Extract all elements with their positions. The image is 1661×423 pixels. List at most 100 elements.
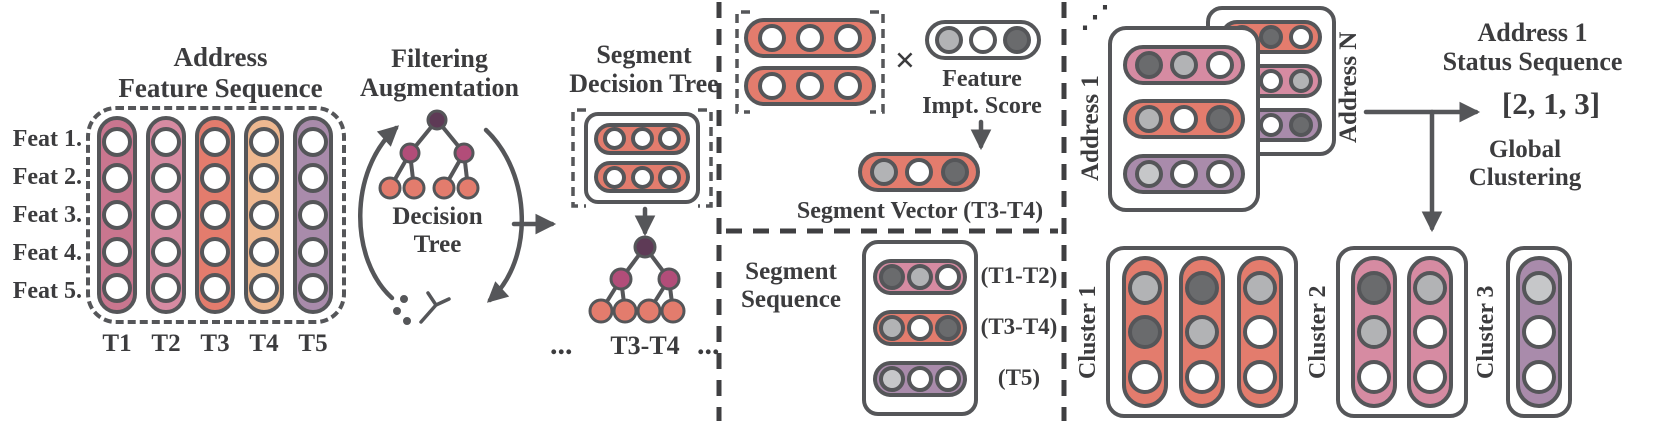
status-sequence-title: Address 1 Status Sequence — [1442, 18, 1623, 77]
tree-leaf-node — [660, 298, 686, 324]
tree-mid-node — [657, 267, 681, 291]
feature-circle — [879, 315, 905, 341]
tree-leaf-node — [612, 298, 638, 324]
section-dividers — [716, 2, 1067, 421]
feature-circle — [602, 127, 626, 151]
tree-mid-node — [399, 142, 421, 164]
feature-circle — [1242, 270, 1277, 305]
feature-circle — [658, 127, 682, 151]
cluster-1-box — [1106, 246, 1298, 418]
feature-circle — [298, 126, 328, 157]
feature-circle — [796, 24, 824, 52]
segment-decision-tree-title: Segment Decision Tree — [569, 40, 719, 99]
feature-circle — [151, 199, 181, 230]
feature-circle — [1522, 270, 1556, 305]
bracket-left — [571, 108, 586, 208]
feature-circle — [102, 126, 132, 157]
bracket-right — [870, 10, 885, 114]
feature-circle — [1185, 270, 1219, 305]
feature-circle — [1185, 315, 1219, 349]
segment-tag: (T5) — [997, 365, 1041, 390]
feature-circle — [151, 163, 181, 194]
feature-circle — [758, 72, 786, 100]
dashed-brackets — [571, 10, 885, 208]
feature-circle — [630, 165, 654, 189]
capsule — [925, 20, 1041, 60]
decision-tree-diagram — [378, 109, 480, 200]
tree-mid-node — [453, 142, 475, 164]
prune-icon — [393, 291, 451, 325]
capsule — [594, 161, 690, 194]
multiply-symbol: × — [894, 40, 916, 80]
capsule — [1123, 99, 1245, 139]
cluster-1-label: Cluster 1 — [1075, 285, 1101, 379]
more-addresses-ellipsis: ⋰ — [1080, 1, 1110, 34]
segment-tag: (T1-T2) — [980, 263, 1058, 288]
feature-circle — [1413, 270, 1448, 305]
bracket-left — [735, 10, 750, 114]
capsule — [1350, 256, 1397, 408]
feature-circle — [834, 24, 862, 52]
feature-circle — [1259, 69, 1283, 93]
bracket-right — [698, 108, 713, 208]
feature-circle — [935, 26, 963, 54]
feature-circle — [1259, 113, 1283, 137]
capsule — [146, 116, 186, 314]
feature-importance-capsule — [925, 20, 1041, 60]
feature-circle — [1522, 315, 1556, 349]
feature-row-labels: Feat 1. Feat 2. Feat 3. Feat 4. Feat 5. — [0, 116, 82, 314]
capsule — [293, 116, 333, 314]
feature-circle — [1170, 50, 1198, 79]
feat-label: Feat 1. — [12, 126, 82, 152]
segment-capsule-pair — [744, 18, 876, 106]
feature-circle — [102, 236, 132, 267]
feature-circle — [630, 127, 654, 151]
tree-root-node — [426, 109, 448, 131]
feature-circle — [935, 315, 961, 341]
feature-circle — [1134, 159, 1163, 188]
address-1-card — [1108, 26, 1260, 212]
feature-circle — [200, 126, 230, 157]
tree-leaf-node — [402, 176, 426, 200]
cluster-2-label: Cluster 2 — [1305, 285, 1331, 379]
feature-circle — [298, 163, 328, 194]
segment-tag: (T3-T4) — [980, 314, 1058, 339]
feat-label: Feat 3. — [12, 202, 82, 228]
feature-circle — [298, 273, 328, 304]
time-label: T4 — [249, 330, 279, 357]
cycle-arrow-up — [358, 125, 400, 301]
feature-circle — [1003, 26, 1031, 54]
capsule — [873, 310, 967, 346]
capsule — [97, 116, 137, 314]
feature-circle — [200, 163, 230, 194]
capsule — [594, 122, 690, 155]
feature-circle — [1134, 105, 1163, 133]
feature-circle — [200, 199, 230, 230]
cluster-2-box — [1336, 246, 1468, 418]
tree-leaf-node — [456, 176, 480, 200]
tree-root-node — [633, 235, 657, 259]
feature-circle — [1413, 359, 1448, 394]
segment-sequence-label: Segment Sequence — [741, 258, 841, 314]
capsule — [1123, 44, 1245, 85]
segment-vector-capsule — [858, 152, 980, 192]
feature-circle — [834, 72, 862, 100]
feature-circle — [940, 158, 969, 186]
feature-circle — [1242, 315, 1277, 349]
feature-circle — [1242, 359, 1277, 394]
feature-circle — [1288, 69, 1313, 93]
ellipsis-left: ... — [550, 328, 573, 361]
feature-circle — [249, 236, 279, 267]
capsule — [1121, 256, 1168, 408]
status-sequence-value: [2, 1, 3] — [1501, 86, 1601, 121]
tree-mid-node — [609, 267, 633, 291]
feature-circle — [1170, 159, 1198, 188]
cycle-arrow-down — [483, 127, 524, 303]
feature-circle — [1522, 359, 1556, 394]
decision-tree-label: Decision Tree — [392, 203, 483, 259]
feature-circle — [1205, 105, 1234, 133]
tree-leaf-node — [588, 298, 614, 324]
address-n-label: Address N — [1335, 31, 1362, 143]
